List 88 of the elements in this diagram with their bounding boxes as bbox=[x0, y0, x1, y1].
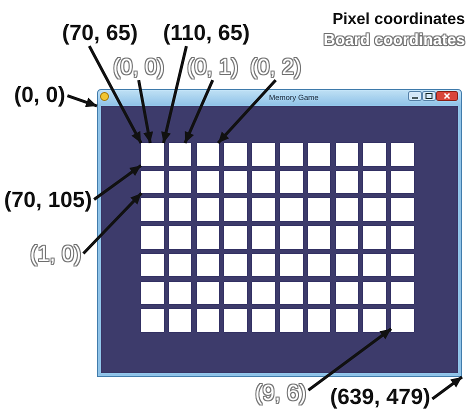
tile bbox=[336, 226, 358, 249]
tile bbox=[336, 198, 358, 221]
leader-arrow bbox=[308, 328, 392, 392]
tile bbox=[280, 143, 302, 166]
tile bbox=[141, 282, 164, 304]
tile bbox=[391, 143, 414, 166]
tile bbox=[141, 198, 164, 221]
coordinate-label: (0, 0) bbox=[14, 83, 66, 106]
tile bbox=[336, 143, 358, 166]
tile bbox=[168, 226, 192, 249]
key-label: Pixel coordinates bbox=[332, 12, 465, 29]
tile bbox=[391, 226, 414, 249]
tile bbox=[196, 254, 220, 276]
coordinate-label: (1, 0) bbox=[30, 242, 82, 266]
tile bbox=[252, 254, 275, 276]
tile bbox=[141, 309, 164, 332]
tile bbox=[363, 143, 386, 166]
tile bbox=[141, 226, 164, 249]
tile bbox=[141, 254, 164, 276]
tile bbox=[391, 282, 414, 304]
tile bbox=[336, 309, 358, 332]
tile bbox=[168, 143, 192, 166]
tile bbox=[168, 170, 192, 194]
tile bbox=[363, 170, 386, 194]
tile bbox=[141, 143, 164, 166]
tile bbox=[224, 226, 247, 249]
tile bbox=[280, 254, 302, 276]
tile bbox=[168, 198, 192, 221]
tile bbox=[196, 309, 220, 332]
tile bbox=[224, 254, 247, 276]
coordinate-label: (639, 479) bbox=[330, 385, 430, 408]
leader-arrow bbox=[88, 45, 142, 144]
tile bbox=[224, 143, 247, 166]
tile bbox=[280, 309, 302, 332]
tile bbox=[336, 282, 358, 304]
tile bbox=[224, 309, 247, 332]
tile bbox=[252, 226, 275, 249]
tile bbox=[308, 226, 330, 249]
tile bbox=[168, 254, 192, 276]
tile bbox=[252, 143, 275, 166]
tile bbox=[196, 226, 220, 249]
coordinate-label: (9, 6) bbox=[255, 381, 306, 404]
tile bbox=[308, 198, 330, 221]
tile bbox=[308, 170, 330, 194]
leader-arrow bbox=[66, 94, 98, 108]
tile bbox=[336, 254, 358, 276]
tile bbox=[252, 309, 275, 332]
coordinate-label: (0, 2) bbox=[250, 55, 302, 78]
tile bbox=[363, 254, 386, 276]
tile bbox=[252, 198, 275, 221]
tile bbox=[224, 282, 247, 304]
tile bbox=[196, 143, 220, 166]
tile bbox=[168, 309, 192, 332]
tile bbox=[391, 198, 414, 221]
leader-arrow bbox=[82, 192, 142, 255]
tile bbox=[224, 198, 247, 221]
coordinate-label: (0, 0) bbox=[113, 55, 164, 78]
tile bbox=[308, 309, 330, 332]
tile bbox=[168, 282, 192, 304]
tile bbox=[252, 282, 275, 304]
leader-arrow bbox=[431, 376, 463, 400]
tile bbox=[280, 170, 302, 194]
tile bbox=[224, 170, 247, 194]
tile bbox=[196, 282, 220, 304]
coordinate-label: (0, 1) bbox=[187, 55, 238, 78]
tile bbox=[280, 198, 302, 221]
tile bbox=[141, 170, 164, 194]
tile bbox=[308, 282, 330, 304]
coordinate-label: (110, 65) bbox=[163, 21, 250, 44]
coordinate-label: (70, 105) bbox=[4, 188, 92, 212]
tile bbox=[363, 282, 386, 304]
tile bbox=[391, 170, 414, 194]
tile bbox=[196, 198, 220, 221]
key-label: Board coordinates bbox=[324, 33, 465, 50]
tile bbox=[391, 309, 414, 332]
tile bbox=[280, 282, 302, 304]
tile bbox=[308, 143, 330, 166]
coordinate-label: (70, 65) bbox=[62, 21, 138, 44]
tile bbox=[196, 170, 220, 194]
tile bbox=[391, 254, 414, 276]
leader-arrow bbox=[161, 46, 188, 144]
tile bbox=[363, 309, 386, 332]
tile bbox=[252, 170, 275, 194]
tile bbox=[280, 226, 302, 249]
tile bbox=[363, 198, 386, 221]
tile bbox=[363, 226, 386, 249]
tile bbox=[336, 170, 358, 194]
tile bbox=[308, 254, 330, 276]
